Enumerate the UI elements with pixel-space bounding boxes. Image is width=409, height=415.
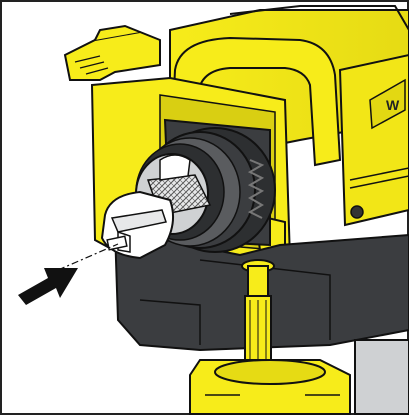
- side-panel: [338, 53, 409, 227]
- screw: [350, 205, 364, 219]
- carry-handle: [170, 36, 342, 167]
- insert-arrow-icon: [18, 268, 78, 305]
- filter-cap: [100, 190, 175, 260]
- wheel: [354, 339, 409, 415]
- brand-plate: [369, 78, 406, 130]
- brand-lettering: W: [386, 97, 400, 113]
- insertion-guide-line: [57, 243, 119, 271]
- upper-housing-edge: [229, 5, 409, 31]
